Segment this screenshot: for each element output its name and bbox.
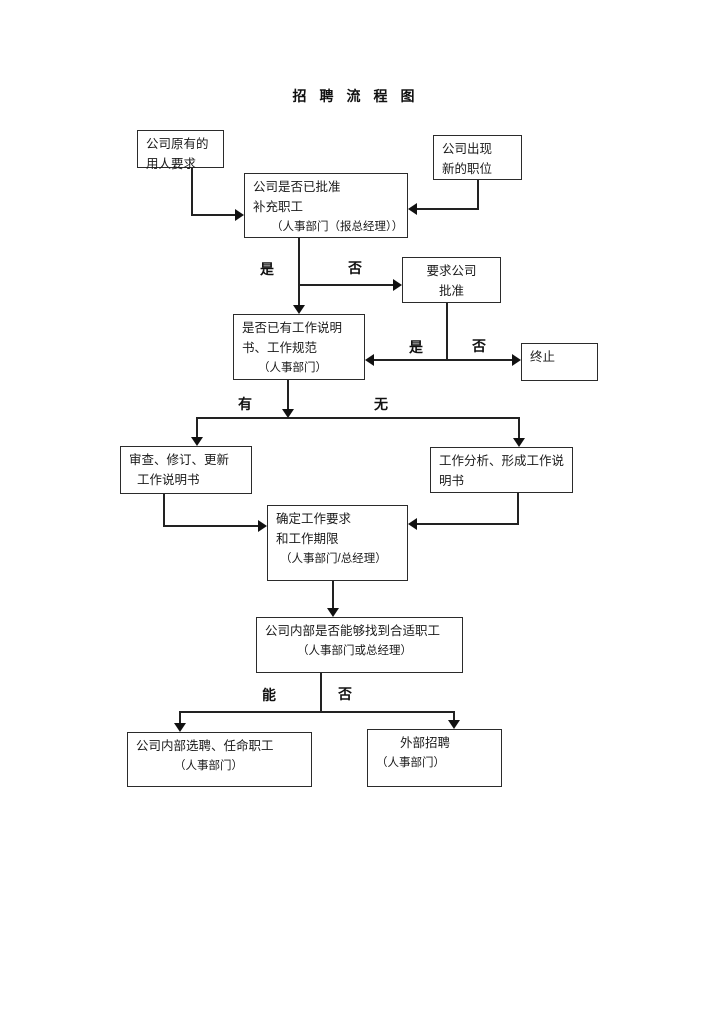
label-no-granted: 否 [472,338,486,354]
box-request-company-approval-line-1: 要求公司 [426,264,477,278]
box-job-analysis-line-2: 明书 [439,474,465,488]
connector-segment-21 [453,711,455,721]
box-determine-requirements: 确定工作要求和工作期限 （人事部门/总经理） [267,505,408,581]
box-jobdesc-check-line-1: 是否已有工作说明 [242,321,343,335]
connector-segment-19 [179,711,455,713]
box-internal-candidate-check-line-2: （人事部门或总经理） [297,645,412,657]
label-yes-granted: 是 [409,339,423,355]
box-external-recruitment: 外部招聘 （人事部门） [367,729,502,787]
arrow-into-job-analysis [513,438,525,447]
connector-segment-10 [196,417,520,419]
arrow-into-approval-right [408,203,417,215]
connector-segment-15 [517,493,519,525]
page-title: 招聘流程图 [292,88,428,104]
arrow-into-internal-check [327,608,339,617]
box-approval-check: 公司是否已批准补充职工 （人事部门（报总经理）） [244,173,408,238]
box-existing-staffing-demand: 公司原有的用人要求 [137,130,224,171]
box-external-recruitment-line-2: （人事部门） [376,757,445,769]
connector-segment-3 [477,180,479,210]
box-terminate-line-1: 终止 [530,350,556,364]
box-review-revise-update: 审查、修订、更新工作说明书 [120,446,252,494]
box-new-position: 公司出现新的职位 [433,135,522,180]
box-internal-candidate-check-line-1: 公司内部是否能够找到合适职工 [265,624,441,638]
box-jobdesc-check-line-3: （人事部门） [258,362,327,374]
arrow-into-terminate [512,354,521,366]
box-new-position-line-1: 公司出现 [442,142,493,156]
connector-segment-2 [191,214,235,216]
connector-segment-14 [163,525,258,527]
arrow-into-jobdesc-check [293,305,305,314]
label-can-internal: 能 [262,687,276,703]
box-review-revise-update-line-2: 工作说明书 [137,473,200,487]
connector-segment-5 [298,238,300,305]
label-no-approved: 否 [348,260,362,276]
box-existing-staffing-demand-line-1: 公司原有的 [146,137,209,151]
box-determine-requirements-line-1: 确定工作要求 [276,512,352,526]
connector-segment-16 [417,523,518,525]
box-approval-check-line-3: （人事部门（报总经理）） [271,221,404,233]
connector-segment-4 [417,208,478,210]
arrow-into-determine-right [408,518,417,530]
box-job-analysis-line-1: 工作分析、形成工作说 [439,454,565,468]
label-have-jobdesc: 有 [238,396,252,412]
connector-segment-13 [163,494,165,527]
box-job-analysis: 工作分析、形成工作说明书 [430,447,573,493]
connector-segment-12 [518,417,520,438]
box-jobdesc-check: 是否已有工作说明书、工作规范 （人事部门） [233,314,365,380]
arrow-into-internal-selection [174,723,186,732]
box-internal-selection-line-1: 公司内部选聘、任命职工 [136,739,274,753]
connector-segment-8 [374,359,512,361]
box-review-revise-update-line-1: 审查、修订、更新 [129,453,230,467]
connector-segment-9 [287,380,289,409]
connector-segment-7 [446,303,448,361]
box-determine-requirements-line-2: 和工作期限 [276,532,339,546]
box-determine-requirements-line-3: （人事部门/总经理） [280,553,387,565]
connector-segment-1 [191,168,193,216]
connector-segment-17 [332,581,334,608]
box-internal-selection: 公司内部选聘、任命职工 （人事部门） [127,732,312,787]
box-approval-check-line-1: 公司是否已批准 [253,180,341,194]
connector-segment-20 [179,711,181,723]
arrow-into-review-update [191,437,203,446]
connector-segment-18 [320,673,322,713]
box-terminate: 终止 [521,343,598,381]
arrow-into-approval-left [235,209,244,221]
arrow-into-external-recruit [448,720,460,729]
box-internal-selection-line-2: （人事部门） [174,760,243,772]
arrow-into-determine-left [258,520,267,532]
arrow-junction-have-none [282,409,294,418]
box-internal-candidate-check: 公司内部是否能够找到合适职工 （人事部门或总经理） [256,617,463,673]
connector-segment-6 [298,284,393,286]
connector-segment-11 [196,417,198,437]
box-external-recruitment-line-1: 外部招聘 [400,736,451,750]
arrow-back-into-jobdesc-check [365,354,374,366]
label-yes-approved: 是 [260,261,274,277]
box-jobdesc-check-line-2: 书、工作规范 [242,341,318,355]
label-cannot-internal: 否 [338,686,352,702]
box-approval-check-line-2: 补充职工 [253,200,304,214]
box-request-company-approval: 要求公司批准 [402,257,501,303]
arrow-into-request-approval [393,279,402,291]
box-existing-staffing-demand-line-2: 用人要求 [146,157,197,171]
box-request-company-approval-line-2: 批准 [438,284,464,298]
box-new-position-line-2: 新的职位 [442,162,493,176]
label-no-jobdesc: 无 [374,396,388,412]
